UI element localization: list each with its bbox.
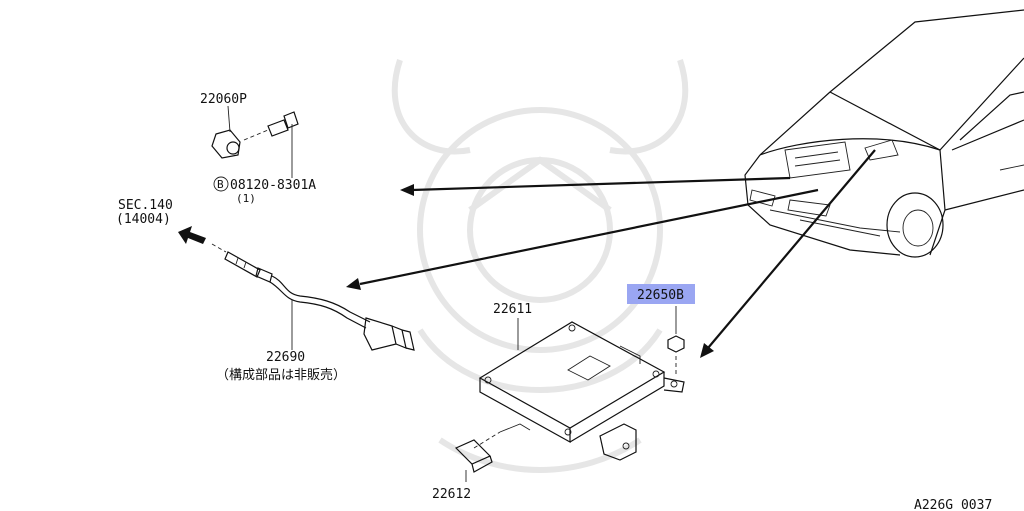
label-o2-sensor: 22690 [266, 350, 305, 365]
o2-sensor-part [211, 243, 415, 351]
label-section-ref: SEC.140 [118, 198, 173, 213]
section-ref-arrow [178, 226, 206, 244]
bracket-part [454, 439, 493, 482]
label-bracket: 22612 [432, 487, 471, 502]
watermark-emblem [391, 59, 689, 473]
vehicle-illustration [744, 9, 1024, 258]
label-section-ref-part: (14004) [116, 212, 171, 227]
arrow-to-knock-sensor [400, 176, 791, 196]
label-ecu: 22611 [493, 302, 532, 317]
label-bolt-symbol: B [217, 178, 224, 191]
ecu-part [473, 321, 685, 461]
label-knock-sensor: 22060P [200, 92, 247, 107]
nut-part [667, 306, 685, 374]
arrow-to-ecu [700, 149, 876, 358]
drawing-code: A226G 0037 [914, 498, 992, 511]
label-nut: 22650B [637, 288, 684, 303]
bolt-symbol-circle [213, 176, 229, 192]
label-bolt: 08120-8301A [230, 178, 316, 193]
nut-label-highlight [627, 284, 695, 304]
label-bolt-qty: (1) [236, 192, 256, 205]
arrow-to-o2-sensor [346, 188, 819, 290]
knock-sensor-part [211, 105, 299, 178]
label-o2-sensor-note: （構成部品は非販売） [216, 367, 346, 383]
